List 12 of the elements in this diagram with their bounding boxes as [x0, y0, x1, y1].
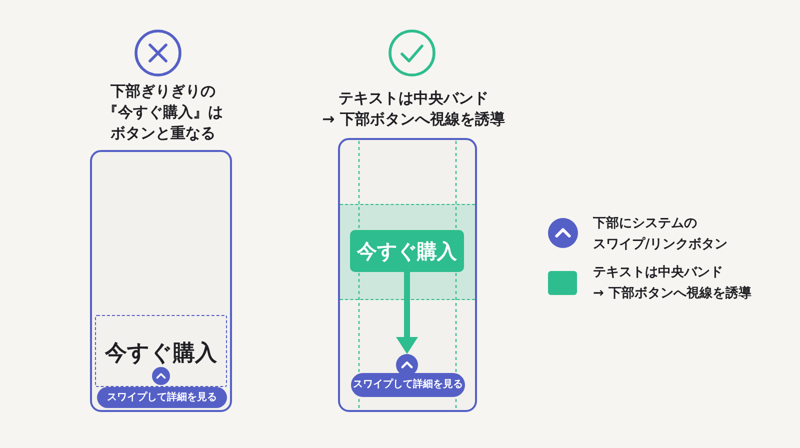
legend-text: 下部にシステムのスワイプ/リンクボタン	[593, 214, 728, 254]
chevron-up-icon	[396, 354, 418, 376]
arrow	[396, 272, 418, 354]
chevron-up-icon	[152, 367, 170, 385]
swipe-button: スワイプして詳細を見る	[351, 373, 465, 397]
cta-text: 今すぐ購入	[104, 342, 218, 366]
cta-button: 今すぐ購入	[350, 230, 464, 272]
swipe-button: スワイプして詳細を見る	[97, 387, 227, 408]
panel-heading: 下部ぎりぎりの『今すぐ購入』はボタンと重なる	[102, 81, 224, 144]
highlight-band	[340, 204, 475, 300]
legend-text: テキストは中央バンド → 下部ボタンへ視線を誘導	[593, 264, 752, 303]
panel-heading: テキストは中央バンド → 下部ボタンへ視線を誘導	[321, 88, 506, 130]
